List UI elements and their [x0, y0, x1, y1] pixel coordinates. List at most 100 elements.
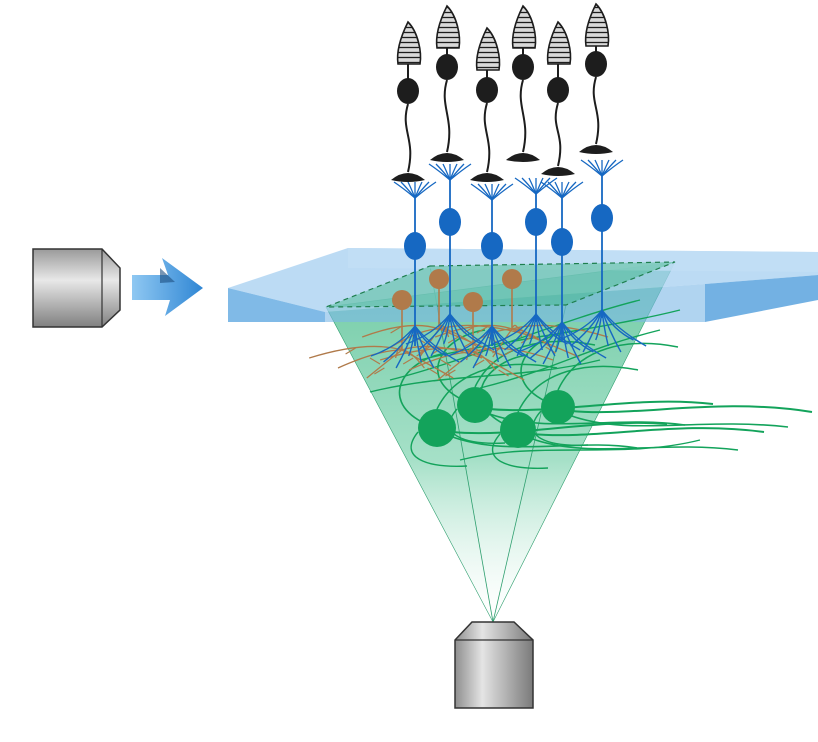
bipolar-cell-body	[404, 232, 426, 260]
bipolar-terminal	[414, 325, 460, 363]
bipolar-terminal	[582, 309, 603, 353]
bipolar-cell-body	[481, 232, 503, 260]
bipolar-terminal	[405, 313, 451, 345]
amacrine-cell-body	[463, 292, 483, 312]
amacrine-branch	[438, 324, 450, 338]
bipolar-terminal	[529, 313, 537, 345]
bipolar-dendrite	[594, 159, 603, 177]
bipolar-terminal	[557, 309, 603, 341]
ganglion-dendrite	[557, 342, 679, 391]
photoreceptor-nucleus	[476, 77, 498, 103]
bipolar-dendrite	[547, 181, 563, 199]
amacrine-branch	[472, 351, 525, 381]
amacrine-branch	[472, 347, 554, 361]
amacrine-branch	[440, 359, 452, 367]
photoreceptor-pedicle	[391, 173, 425, 182]
bipolar-dendrite	[528, 177, 537, 195]
bipolar-dendrite	[561, 181, 584, 199]
photoreceptor-pedicle	[541, 167, 575, 176]
ganglion-dendrite	[369, 359, 601, 393]
bipolar-dendrite	[407, 181, 416, 199]
bipolar-dendrite	[587, 159, 603, 177]
amacrine-branch	[390, 326, 401, 334]
bipolar-terminal	[504, 313, 537, 351]
ganglion-cells	[369, 299, 813, 469]
amacrine-branch	[445, 369, 456, 377]
ganglion-dendrite	[479, 329, 661, 389]
ganglion-axon	[570, 405, 813, 414]
amacrine-branch	[447, 336, 459, 344]
bipolar-terminal	[370, 325, 416, 357]
bipolar-cell-body	[525, 208, 547, 236]
amacrine-branch	[427, 367, 438, 375]
bipolar-dendrite	[554, 181, 563, 199]
amacrine-branch	[511, 324, 609, 338]
amacrine-cell-body	[429, 269, 449, 289]
bipolar-cell-body	[591, 204, 613, 232]
bipolar-terminal	[542, 321, 563, 365]
bipolar-terminal	[449, 313, 495, 351]
bipolar-dendrite	[442, 163, 451, 181]
bipolar-terminal	[561, 321, 607, 359]
ganglion-cell-body	[418, 409, 456, 447]
photoreceptor-outer-segment	[435, 4, 461, 49]
bipolar-terminal	[517, 321, 563, 353]
bipolar-terminal	[408, 325, 416, 357]
bipolar-terminal	[516, 313, 537, 357]
photoreceptor-pedicle	[506, 153, 540, 162]
bipolar-cell-body	[439, 208, 461, 236]
amacrine-branch	[476, 326, 488, 334]
light-sheet	[228, 248, 818, 322]
photoreceptors	[391, 2, 613, 182]
photoreceptor-axon	[404, 103, 412, 173]
bipolar-terminal	[447, 325, 493, 357]
bipolar-terminal	[595, 309, 603, 341]
photoreceptor-outer-segment	[511, 4, 537, 49]
bipolar-terminal	[570, 309, 603, 347]
photoreceptor-nucleus	[585, 51, 607, 77]
photoreceptor-nucleus	[512, 54, 534, 80]
photoreceptor-outer-segment	[475, 26, 501, 71]
amacrine-branch	[434, 324, 513, 338]
ganglion-dendrite	[520, 331, 569, 402]
amacrine-branch	[498, 369, 509, 377]
photoreceptor-pedicle	[579, 145, 613, 154]
illumination-arrow	[132, 258, 203, 316]
amacrine-branch	[463, 326, 474, 334]
bipolar-dendrite	[484, 183, 493, 201]
bipolar-dendrite	[400, 181, 416, 199]
amacrine-branch	[402, 357, 414, 365]
photoreceptor-pedicle	[430, 153, 464, 162]
amacrine-branch	[345, 347, 356, 355]
photoreceptor-axon	[483, 102, 491, 173]
illumination-objective	[32, 248, 121, 328]
amacrine-branch	[473, 359, 485, 367]
ganglion-axon	[529, 437, 739, 451]
bipolar-terminal	[491, 313, 537, 345]
ganglion-dendrite	[480, 354, 529, 425]
bipolar-dendrite	[449, 163, 472, 181]
ganglion-axon	[488, 400, 714, 412]
bipolar-terminal	[561, 321, 569, 359]
photoreceptor-outer-segment	[396, 20, 422, 65]
amacrine-branch	[369, 357, 381, 365]
photoreceptor-axon	[592, 76, 600, 145]
ganglion-dendrite	[517, 365, 639, 413]
bipolar-terminal	[601, 309, 609, 347]
photoreceptor-nucleus	[397, 78, 419, 104]
photoreceptor-nucleus	[547, 77, 569, 103]
amacrine-cells	[309, 269, 609, 381]
ganglion-dendrite	[410, 431, 468, 467]
bipolar-terminal	[601, 309, 647, 347]
ganglion-cell-body	[457, 387, 493, 423]
ganglion-axon	[451, 421, 668, 435]
ganglion-axon	[531, 427, 765, 437]
bipolar-dendrite	[491, 183, 514, 201]
bipolar-terminal	[491, 325, 499, 363]
amacrine-cell-body	[502, 269, 522, 289]
bipolar-terminal	[430, 313, 451, 357]
amacrine-branch	[520, 336, 532, 344]
bipolar-dendrite	[435, 163, 451, 181]
